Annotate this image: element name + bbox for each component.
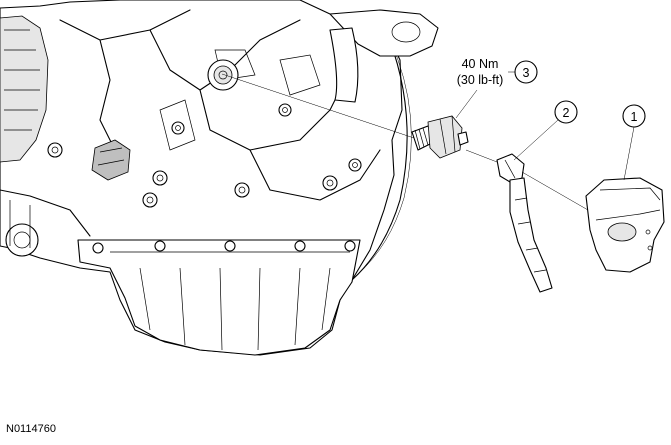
sensor-cover bbox=[585, 177, 665, 273]
upper-pipe bbox=[329, 9, 439, 103]
figure-id: N0114760 bbox=[6, 423, 56, 435]
torque-metric: 40 Nm bbox=[462, 57, 499, 71]
callout-2-number: 2 bbox=[563, 106, 570, 120]
engine-block bbox=[0, 0, 439, 356]
electrical-connector bbox=[496, 153, 553, 293]
sensor-boss bbox=[91, 139, 131, 181]
assembly-axis-line bbox=[221, 73, 589, 211]
callout-3: 3 40 Nm (30 lb-ft) bbox=[455, 57, 538, 119]
block-threaded-port bbox=[207, 59, 239, 91]
torque-imperial: (30 lb-ft) bbox=[457, 73, 504, 87]
callout-2: 2 bbox=[513, 100, 578, 161]
block-bolts bbox=[47, 103, 362, 208]
oil-pressure-switch bbox=[411, 115, 469, 159]
callout-1-number: 1 bbox=[631, 110, 638, 124]
callout-1: 1 bbox=[622, 104, 646, 181]
oil-pan bbox=[77, 239, 361, 356]
callout-3-number: 3 bbox=[523, 66, 530, 80]
